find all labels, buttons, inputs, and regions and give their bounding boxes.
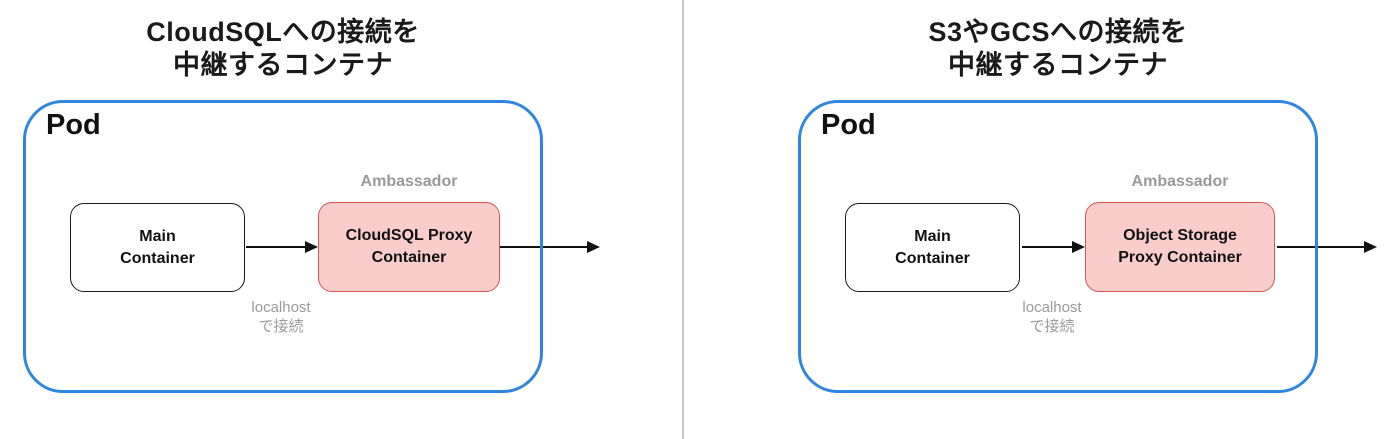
- pod-label-right: Pod: [821, 109, 876, 141]
- diagram-title-line1: S3やGCSへの接続を: [928, 17, 1188, 47]
- object-storage-proxy-container-box: Object Storage Proxy Container: [1085, 202, 1275, 292]
- diagram-title-line2: 中継するコンテナ: [173, 50, 393, 80]
- connection-note-left: localhost で接続: [206, 298, 356, 336]
- diagram-title-object-storage: S3やGCSへの接続を 中継するコンテナ: [798, 16, 1318, 82]
- arrow-proxy-to-external-left: [500, 241, 600, 253]
- cloudsql-proxy-container-box: CloudSQL Proxy Container: [318, 202, 500, 292]
- arrow-main-to-proxy-right: [1022, 241, 1085, 253]
- main-container-box-right: Main Container: [845, 203, 1020, 292]
- proxy-container-line1: CloudSQL Proxy: [345, 227, 473, 244]
- connection-note-line2: で接続: [258, 318, 304, 335]
- main-container-line1: Main: [914, 227, 951, 245]
- pod-boundary-left: [23, 100, 543, 393]
- proxy-container-line2: Proxy Container: [1118, 249, 1242, 266]
- main-container-line2: Container: [895, 249, 970, 267]
- connection-note-line1: localhost: [251, 299, 311, 316]
- pod-label-left: Pod: [46, 109, 101, 141]
- main-container-line2: Container: [120, 249, 195, 267]
- connection-note-line1: localhost: [1022, 299, 1082, 316]
- ambassador-label-left: Ambassador: [360, 173, 458, 190]
- proxy-container-line2: Container: [371, 249, 447, 266]
- main-container-line1: Main: [139, 227, 176, 245]
- main-container-box-left: Main Container: [70, 203, 245, 292]
- arrow-main-to-proxy-left: [246, 241, 318, 253]
- connection-note-right: localhost で接続: [977, 298, 1127, 336]
- main-container-text: Main Container: [895, 226, 970, 270]
- proxy-container-text: Object Storage Proxy Container: [1118, 225, 1242, 269]
- pod-boundary-right: [798, 100, 1318, 393]
- proxy-container-line1: Object Storage: [1123, 227, 1237, 244]
- arrow-proxy-to-external-right: [1277, 241, 1377, 253]
- diagram-title-cloudsql: CloudSQLへの接続を 中継するコンテナ: [23, 16, 543, 82]
- proxy-container-text: CloudSQL Proxy Container: [346, 225, 473, 269]
- diagram-title-line2: 中継するコンテナ: [948, 50, 1168, 80]
- panel-divider: [682, 0, 684, 439]
- main-container-text: Main Container: [120, 226, 195, 270]
- connection-note-line2: で接続: [1029, 318, 1075, 335]
- ambassador-label-right: Ambassador: [1131, 173, 1229, 190]
- diagram-title-line1: CloudSQLへの接続を: [146, 17, 420, 47]
